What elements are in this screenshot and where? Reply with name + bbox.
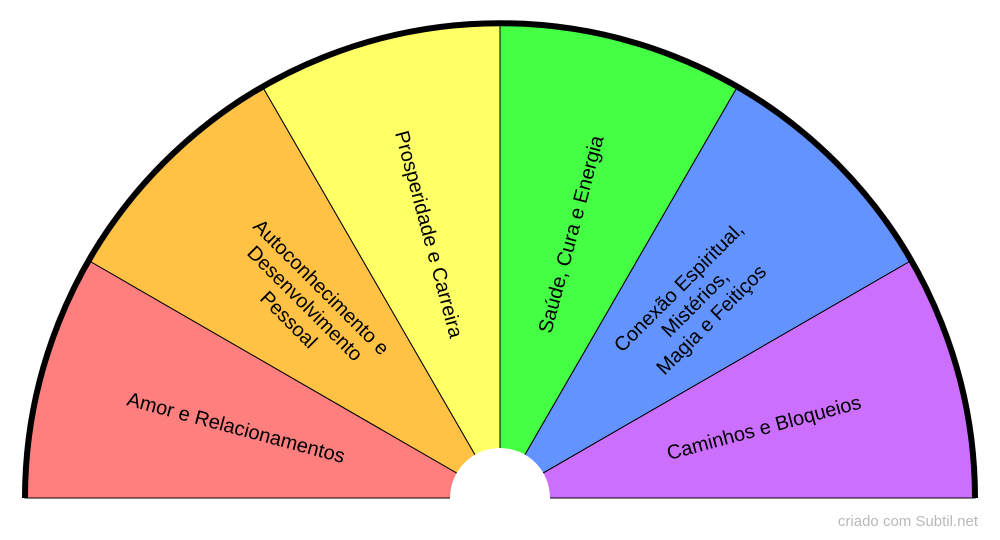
center-hole	[450, 448, 550, 540]
sectors-layer	[24, 22, 976, 500]
outer-rim	[22, 20, 978, 499]
credit-text: criado com Subtil.net	[837, 513, 978, 530]
